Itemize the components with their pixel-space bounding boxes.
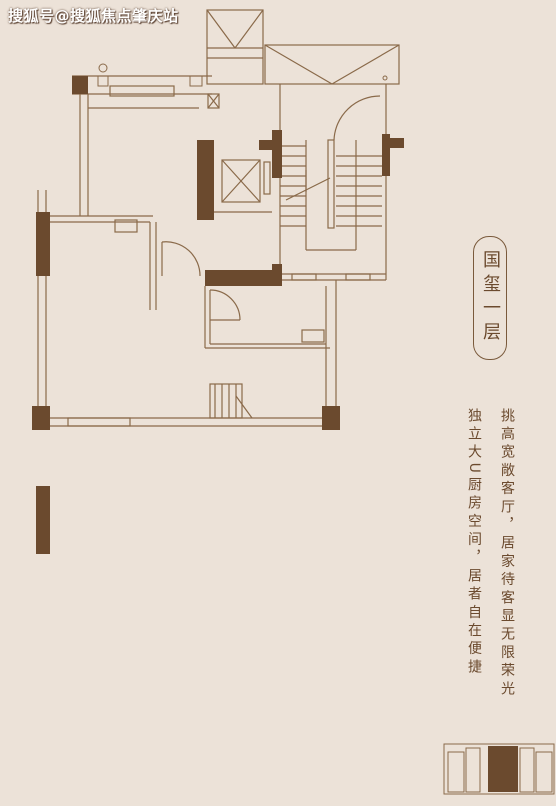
description-line-2: 独立大U厨房空间，居者自在便捷 bbox=[466, 408, 482, 678]
site-thumbnail bbox=[443, 743, 555, 795]
fixtures bbox=[97, 63, 388, 87]
upper-balcony bbox=[72, 75, 220, 109]
terrace-box-left bbox=[206, 9, 264, 85]
floor-label-badge: 国玺一层 bbox=[473, 236, 507, 360]
lower-rooms bbox=[204, 280, 337, 419]
left-room bbox=[50, 94, 201, 310]
watermark-text: 搜狐号@搜狐焦点肇庆站 bbox=[8, 7, 179, 25]
elevator bbox=[214, 159, 272, 213]
terrace-box-right bbox=[264, 44, 400, 85]
description-line-1: 挑高宽敞客厅，居家待客显无限荣光 bbox=[499, 408, 515, 700]
floor-label-text: 国玺一层 bbox=[480, 250, 501, 346]
stair-core bbox=[279, 84, 387, 281]
structural-walls bbox=[32, 76, 404, 554]
